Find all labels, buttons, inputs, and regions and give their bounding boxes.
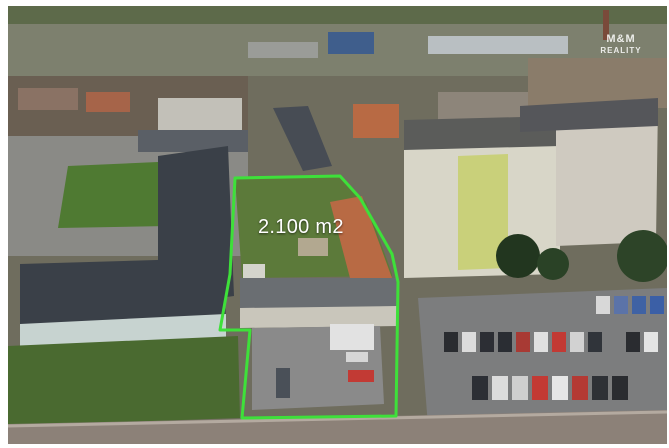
apartment-roof-back: [520, 98, 658, 132]
front-lawn: [8, 336, 240, 426]
yellow-balconies: [458, 154, 508, 270]
dark-roof-house: [273, 106, 332, 171]
sidewalk-edge: [8, 410, 667, 428]
tree: [617, 230, 667, 282]
watermark-bottom-text: REALITY: [600, 45, 642, 55]
tree: [537, 248, 569, 280]
white-shed: [243, 264, 265, 280]
white-truck: [330, 324, 374, 350]
parking-lot: [418, 288, 667, 426]
street: [8, 410, 667, 444]
aerial-photo: 2.100 m2 M&M REALITY: [8, 6, 667, 444]
chimney: [603, 10, 609, 40]
house-roof: [86, 92, 130, 112]
plot-building-facade: [240, 306, 398, 328]
roof-strip: [138, 130, 248, 152]
house-roof: [18, 88, 78, 110]
apartment-block-back: [520, 102, 658, 246]
distant-warehouse: [428, 36, 568, 54]
parked-cars-row-bottom: [472, 376, 628, 400]
parked-car: [276, 368, 290, 398]
tree: [496, 234, 540, 278]
plot-boundary: [218, 174, 400, 420]
red-car: [348, 370, 374, 382]
watermark-top-text: M&M: [606, 32, 636, 45]
distant-fields: [8, 6, 667, 24]
plot-building-roof: [240, 278, 398, 310]
white-car: [346, 352, 368, 362]
orange-roof-house: [353, 104, 399, 138]
plot-area-label: 2.100 m2: [258, 216, 344, 238]
white-building: [158, 98, 242, 136]
courtyard-lawn: [58, 162, 168, 228]
shed: [298, 238, 328, 256]
distant-building: [248, 42, 318, 58]
aerial-scene: [8, 6, 667, 444]
parked-cars-row-top: [444, 296, 664, 352]
realty-watermark-logo: M&M REALITY: [591, 30, 651, 58]
plot-orange-roof: [330, 196, 392, 278]
distant-blue-building: [328, 32, 374, 54]
